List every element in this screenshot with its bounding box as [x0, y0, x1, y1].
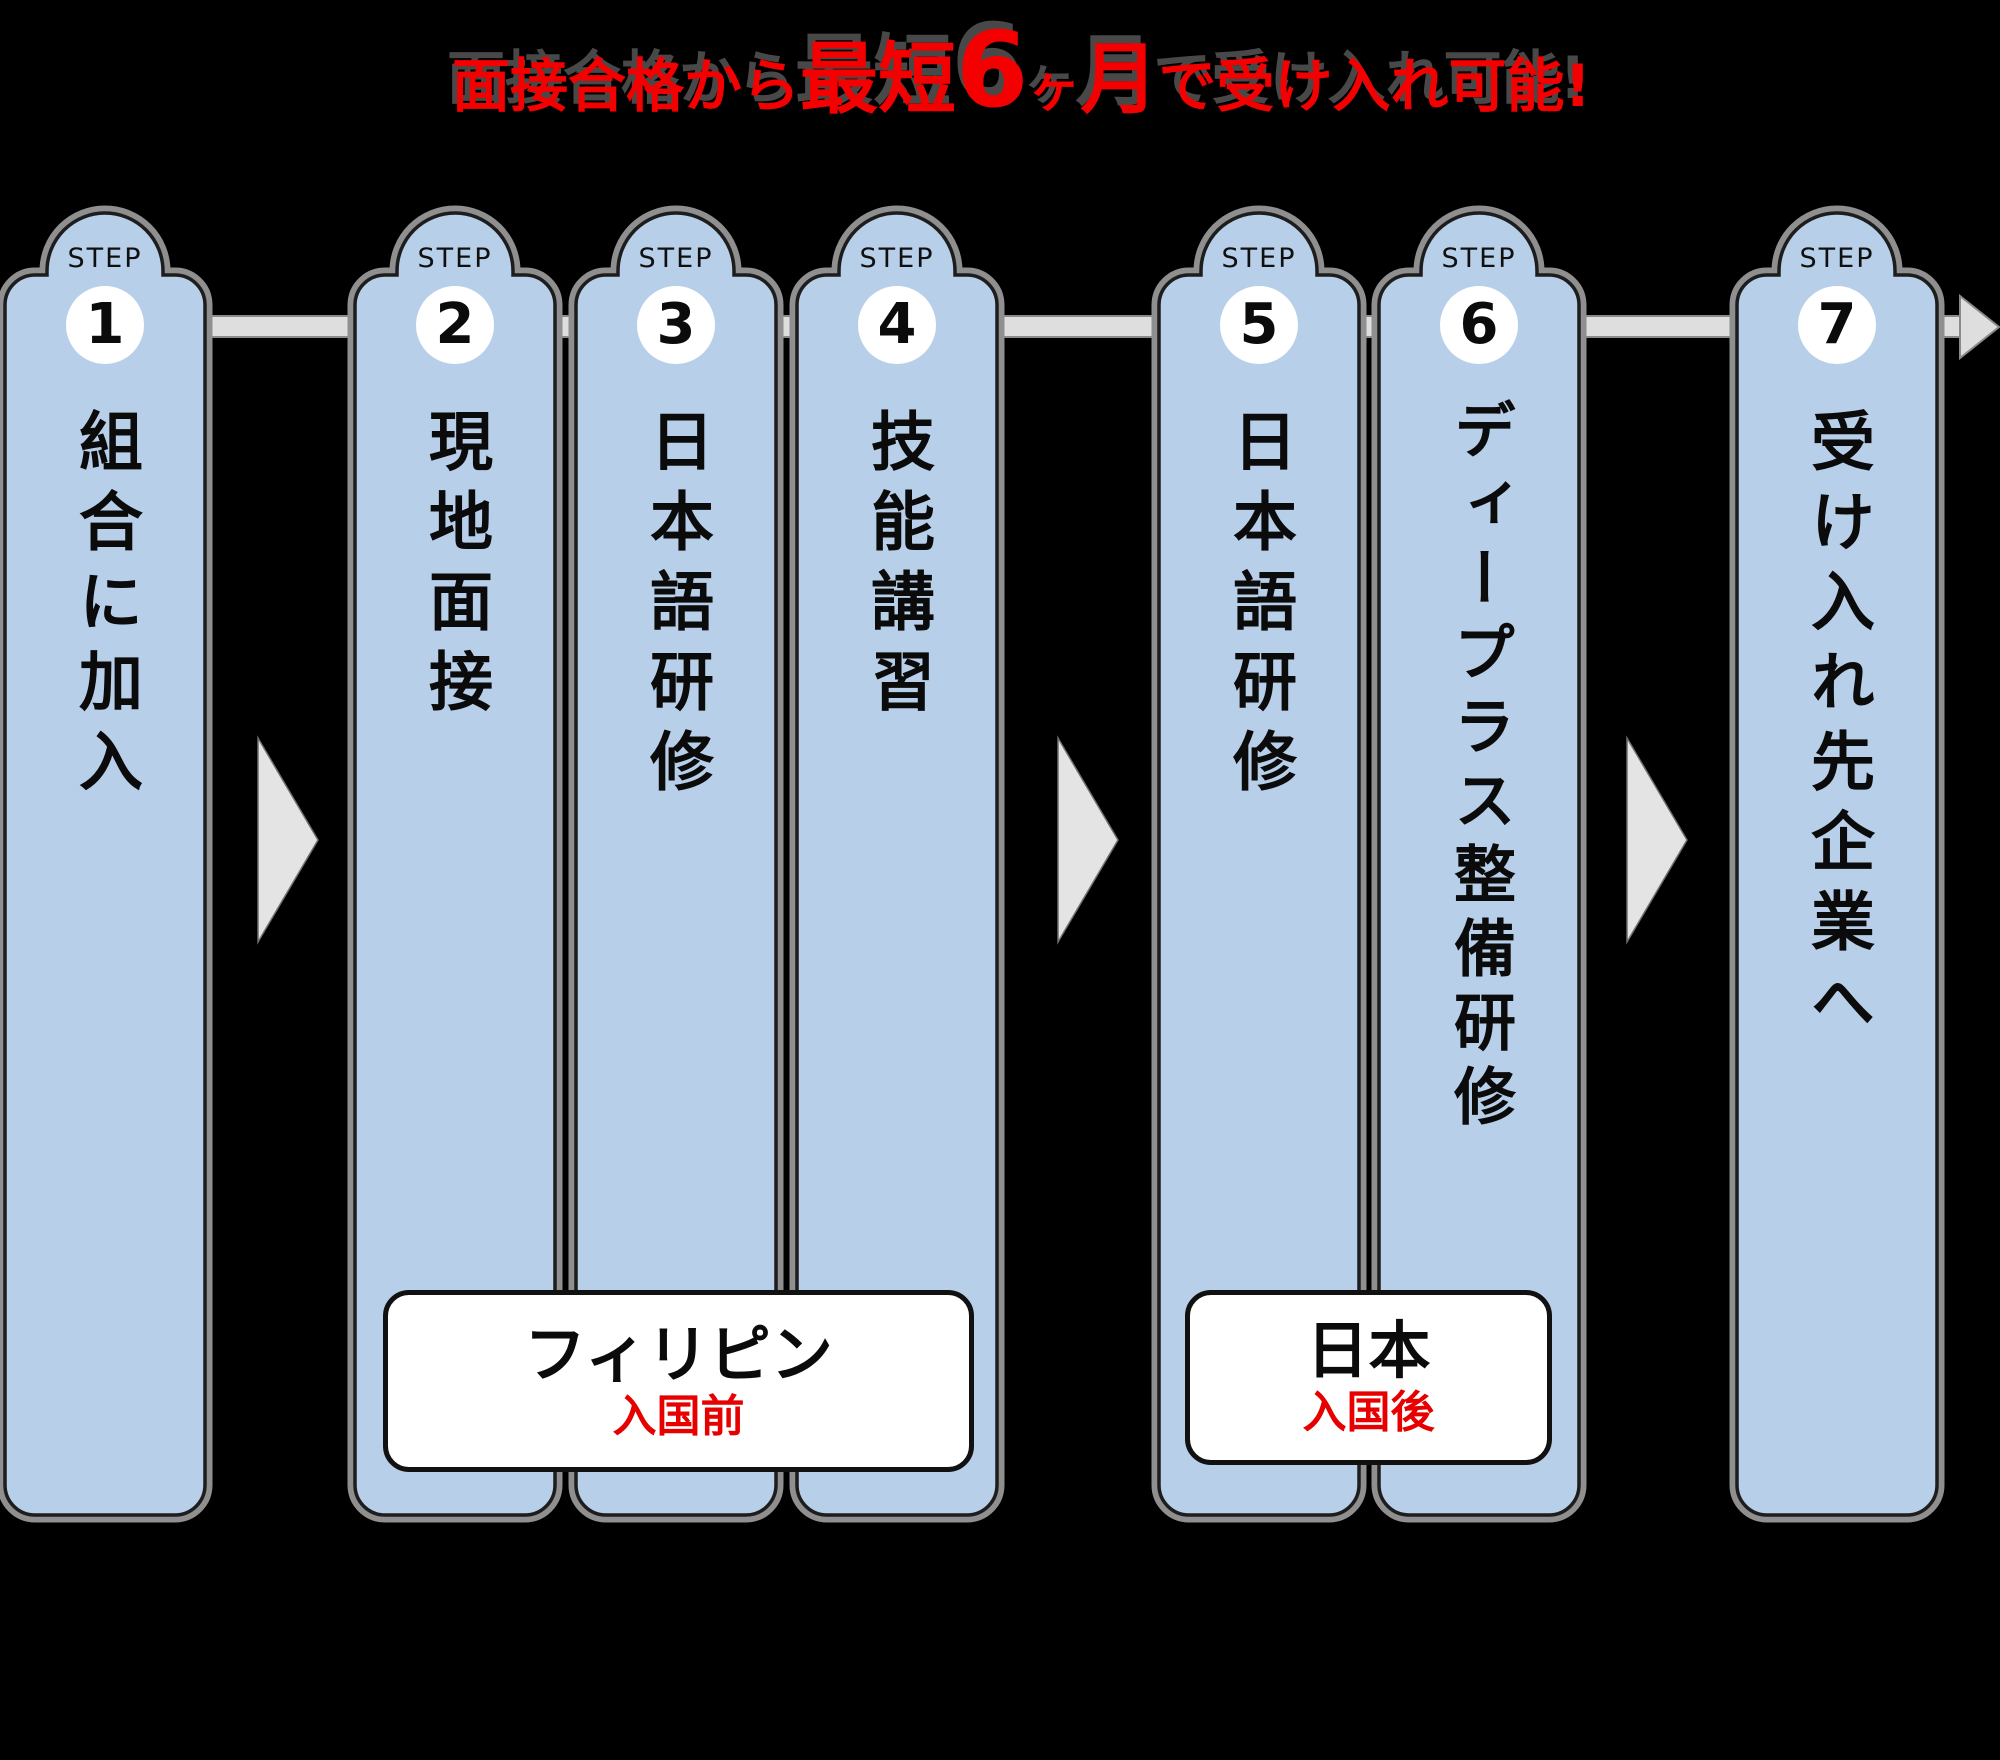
location-sub: 入国後 [1302, 1387, 1435, 1439]
step-number-badge: 5 [1220, 286, 1298, 364]
step-number-badge: 6 [1440, 286, 1518, 364]
step-title: 現地面接 [418, 408, 492, 728]
step-word: STEP [1441, 243, 1517, 274]
step-number: 7 [1817, 292, 1857, 357]
step-number-badge: 1 [66, 286, 144, 364]
step-number: 4 [877, 292, 917, 357]
step-number-badge: 2 [416, 286, 494, 364]
location-box-philippines: フィリピン 入国前 [383, 1290, 974, 1472]
step-number-badge: 4 [858, 286, 936, 364]
step-number: 3 [656, 292, 696, 357]
headline: 面接合格から最短6ヶ月で受け入れ可能! [452, 18, 1591, 122]
group-arrow-icon-2 [1057, 735, 1119, 945]
step-title: 日本語研修 [639, 408, 713, 808]
headline-counter: ヶ [1028, 59, 1081, 119]
step-number: 5 [1239, 292, 1279, 357]
headline-number: 6 [956, 9, 1029, 131]
headline-emph: 最短 [800, 35, 957, 125]
step-number-badge: 7 [1798, 286, 1876, 364]
group-arrow-icon-1 [257, 735, 319, 945]
step-column-7: STEP 7 受け入れ先企業へ [1737, 213, 1937, 1515]
step-word: STEP [1221, 243, 1297, 274]
step-number: 6 [1459, 292, 1499, 357]
location-sub: 入国前 [612, 1390, 745, 1442]
step-number: 2 [435, 292, 475, 357]
step-column-2: STEP 2 現地面接 [355, 213, 555, 1515]
step-column-5: STEP 5 日本語研修 [1159, 213, 1359, 1515]
location-name: 日本 [1306, 1314, 1431, 1388]
step-word: STEP [859, 243, 935, 274]
step-title: 技能講習 [860, 408, 934, 728]
headline-month: 月 [1080, 35, 1159, 125]
location-box-japan: 日本 入国後 [1185, 1290, 1552, 1465]
step-word: STEP [638, 243, 714, 274]
step-title: ディープラス整備研修 [1443, 398, 1516, 1138]
step-column-4: STEP 4 技能講習 [797, 213, 997, 1515]
group-arrow-icon-3 [1626, 735, 1688, 945]
step-word: STEP [1799, 243, 1875, 274]
step-number: 1 [85, 292, 125, 357]
step-word: STEP [67, 243, 143, 274]
step-title: 受け入れ先企業へ [1800, 408, 1874, 1048]
headline-pre: 面接合格から [452, 52, 801, 120]
step-title: 日本語研修 [1222, 408, 1296, 808]
location-name: フィリピン [524, 1317, 833, 1391]
step-column-1: STEP 1 組合に加入 [5, 213, 205, 1515]
headline-post: で受け入れ可能! [1158, 52, 1591, 120]
step-title: 組合に加入 [68, 408, 142, 808]
step-column-6: STEP 6 ディープラス整備研修 [1379, 213, 1579, 1515]
step-number-badge: 3 [637, 286, 715, 364]
step-word: STEP [417, 243, 493, 274]
timeline-arrowhead-icon [1959, 293, 2000, 361]
step-column-3: STEP 3 日本語研修 [576, 213, 776, 1515]
